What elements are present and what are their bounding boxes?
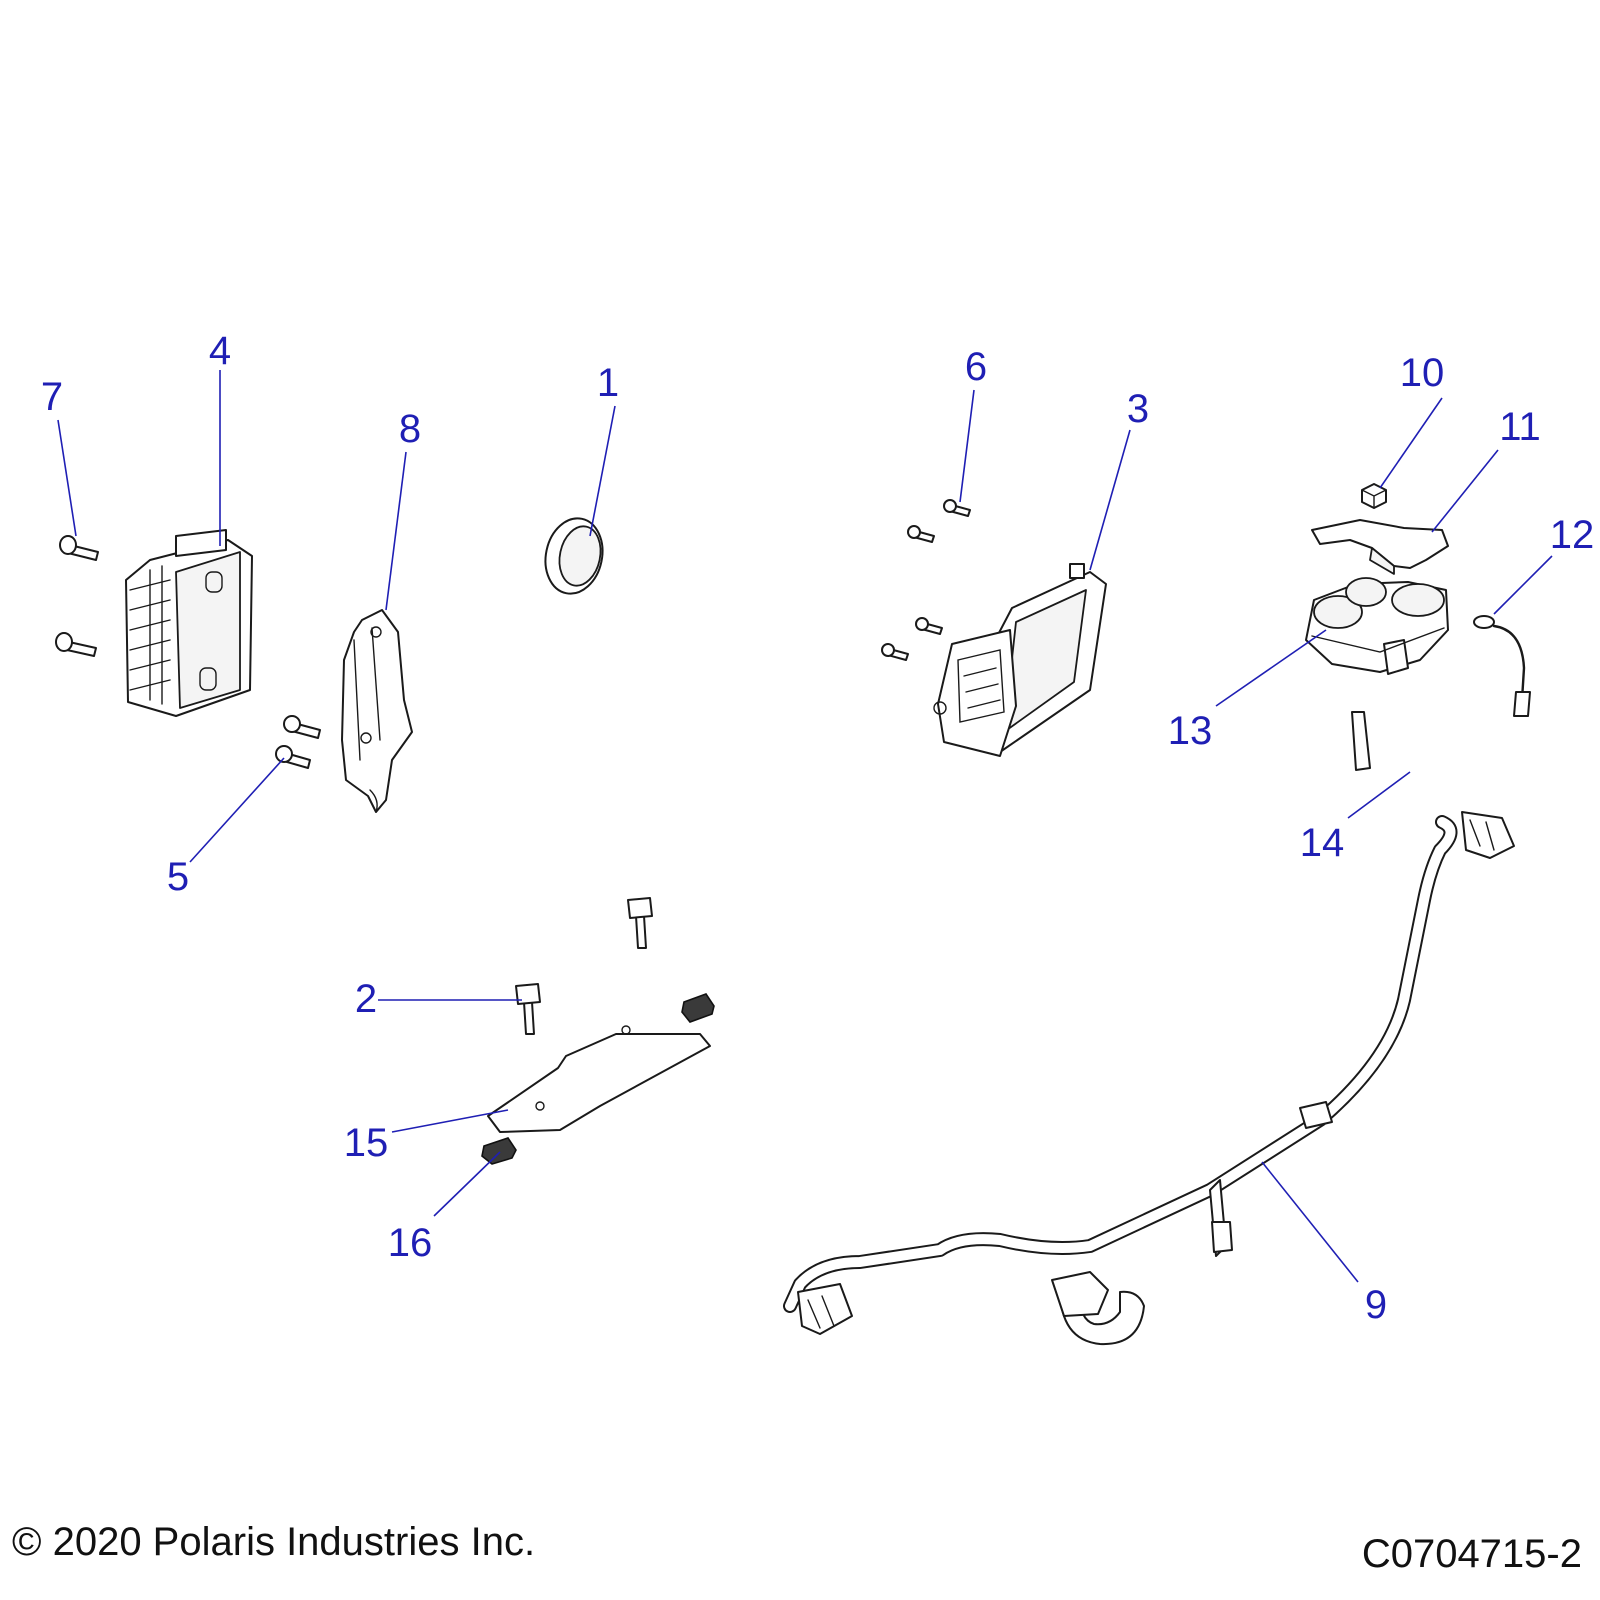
part-7-bolts — [55, 535, 99, 657]
leader-9 — [1261, 1161, 1359, 1283]
leader-6 — [959, 389, 975, 503]
leader-16 — [433, 1151, 501, 1217]
leader-1 — [589, 405, 616, 537]
callout-6: 6 — [965, 345, 987, 389]
part-14-boot — [1351, 711, 1371, 771]
part-9-wiring-harness — [783, 811, 1515, 1346]
callout-1: 1 — [597, 361, 619, 405]
part-2-bolts — [515, 897, 653, 1035]
leader-7 — [57, 419, 77, 537]
callout-5: 5 — [167, 855, 189, 899]
leader-14 — [1347, 771, 1411, 819]
callout-8: 8 — [399, 407, 421, 451]
leader-15 — [391, 1109, 509, 1133]
part-12-sensor-lead — [1473, 615, 1531, 717]
callout-15: 15 — [344, 1121, 389, 1165]
callout-2: 2 — [355, 977, 377, 1021]
callout-12: 12 — [1550, 513, 1595, 557]
figure-id: C0704715-2 — [1361, 1532, 1582, 1576]
leader-13 — [1215, 629, 1327, 707]
part-11-bracket — [1311, 519, 1449, 575]
leader-lines — [57, 370, 1553, 1283]
callout-labels: 1 2 3 4 5 6 7 8 9 10 11 12 13 14 15 16 — [41, 329, 1594, 1327]
copyright-text: © 2020 Polaris Industries Inc. — [12, 1520, 536, 1564]
part-1-grommet — [544, 517, 604, 595]
leader-3 — [1089, 429, 1131, 571]
leader-11 — [1431, 449, 1499, 533]
leader-5 — [189, 757, 285, 863]
part-4-module — [125, 529, 253, 717]
part-5-bolts — [275, 715, 321, 769]
leader-10 — [1379, 397, 1443, 489]
part-13-coil — [1305, 577, 1449, 675]
leader-8 — [385, 451, 407, 611]
callout-16: 16 — [388, 1221, 433, 1265]
part-8-bracket — [341, 609, 413, 813]
callout-14: 14 — [1300, 821, 1345, 865]
callout-3: 3 — [1127, 387, 1149, 431]
callout-10: 10 — [1400, 351, 1445, 395]
part-15-plate — [487, 1025, 711, 1133]
callout-11: 11 — [1499, 405, 1541, 449]
part-3-ecu — [933, 563, 1107, 757]
leader-12 — [1493, 555, 1553, 615]
part-16-clip-nuts — [481, 993, 715, 1165]
callout-9: 9 — [1365, 1283, 1387, 1327]
part-10-nut — [1361, 483, 1387, 509]
callout-13: 13 — [1168, 709, 1213, 753]
callout-7: 7 — [41, 375, 63, 419]
callout-4: 4 — [209, 329, 231, 373]
part-6-screws — [881, 499, 971, 661]
